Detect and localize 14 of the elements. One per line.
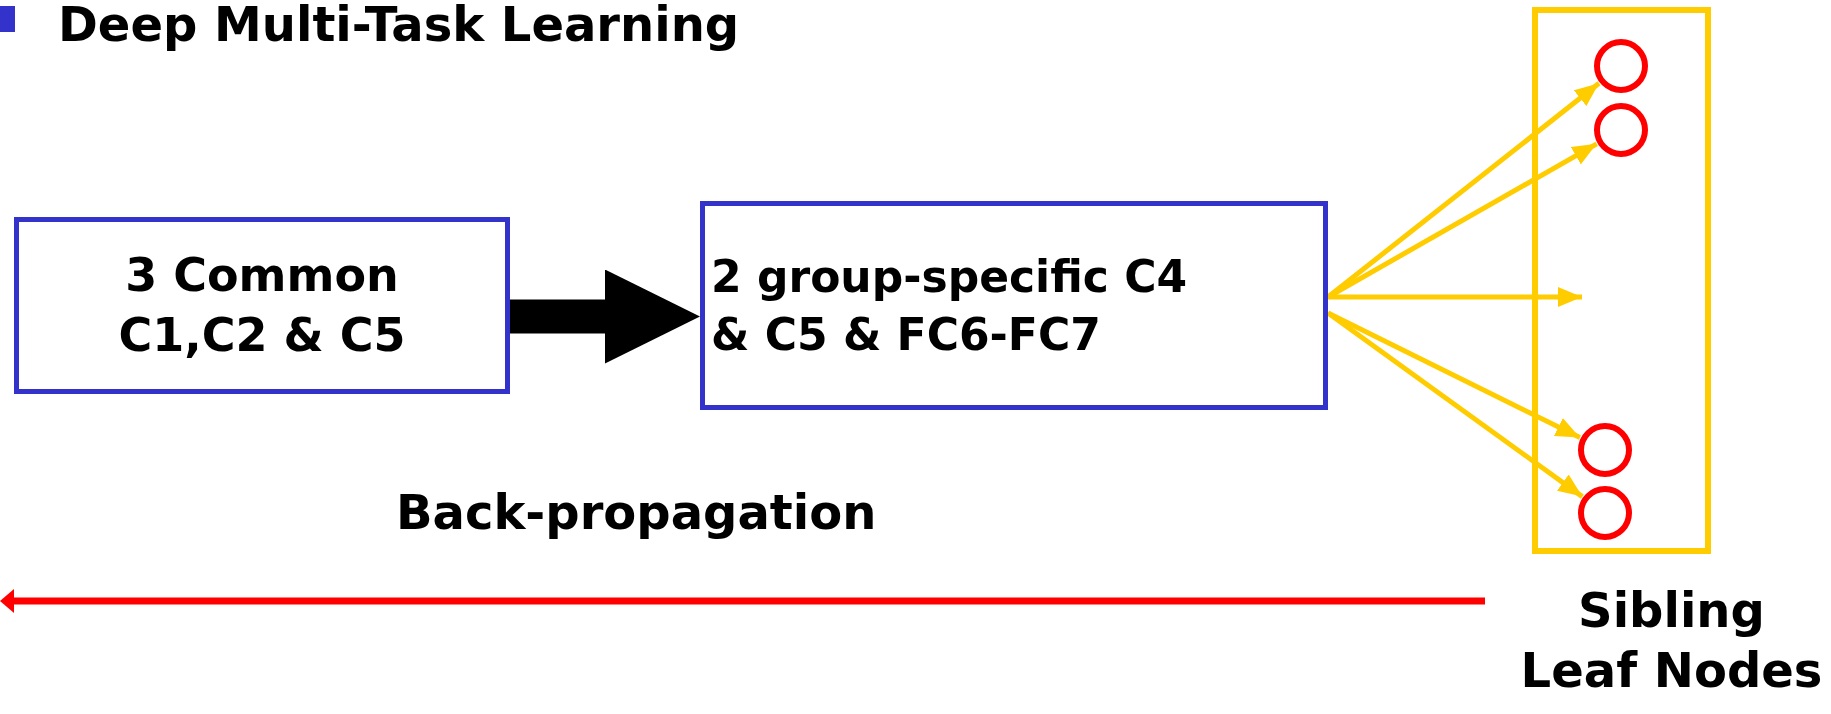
group-frame [1532, 7, 1711, 554]
layer-box [700, 201, 1328, 410]
leaf-node-circle [1578, 486, 1632, 540]
direction-label: Back-propagation [396, 484, 877, 540]
arrow [1326, 310, 1584, 499]
box-text: 3 Common C1,C2 & C5 [117, 246, 407, 364]
arrow [1328, 287, 1582, 307]
leaf-node-circle [1578, 423, 1632, 477]
leaf-node-circle [1594, 103, 1648, 157]
frame-caption: Sibling Leaf Nodes [1519, 581, 1824, 700]
box-text: 2 group-specific C4 & C5 & FC6-FC7 [711, 250, 1189, 362]
block-arrow [510, 269, 700, 364]
leaf-node-circle [1594, 39, 1648, 93]
layer-box [14, 217, 510, 394]
